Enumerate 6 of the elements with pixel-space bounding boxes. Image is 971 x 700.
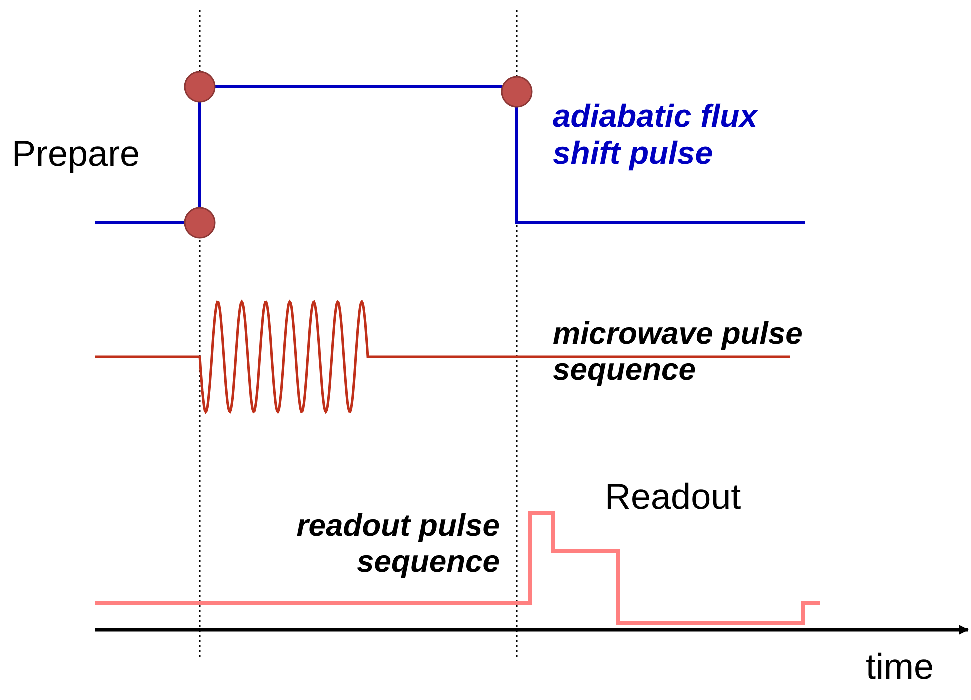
phase-label: Prepare — [12, 133, 142, 174]
signal-label: microwave pulse sequence — [553, 316, 804, 388]
axis-label: time — [866, 646, 936, 688]
signal-label: adiabatic flux shift pulse — [553, 98, 760, 172]
signal-label: readout pulse sequence — [296, 508, 500, 580]
phase-label: Readout — [605, 476, 742, 518]
